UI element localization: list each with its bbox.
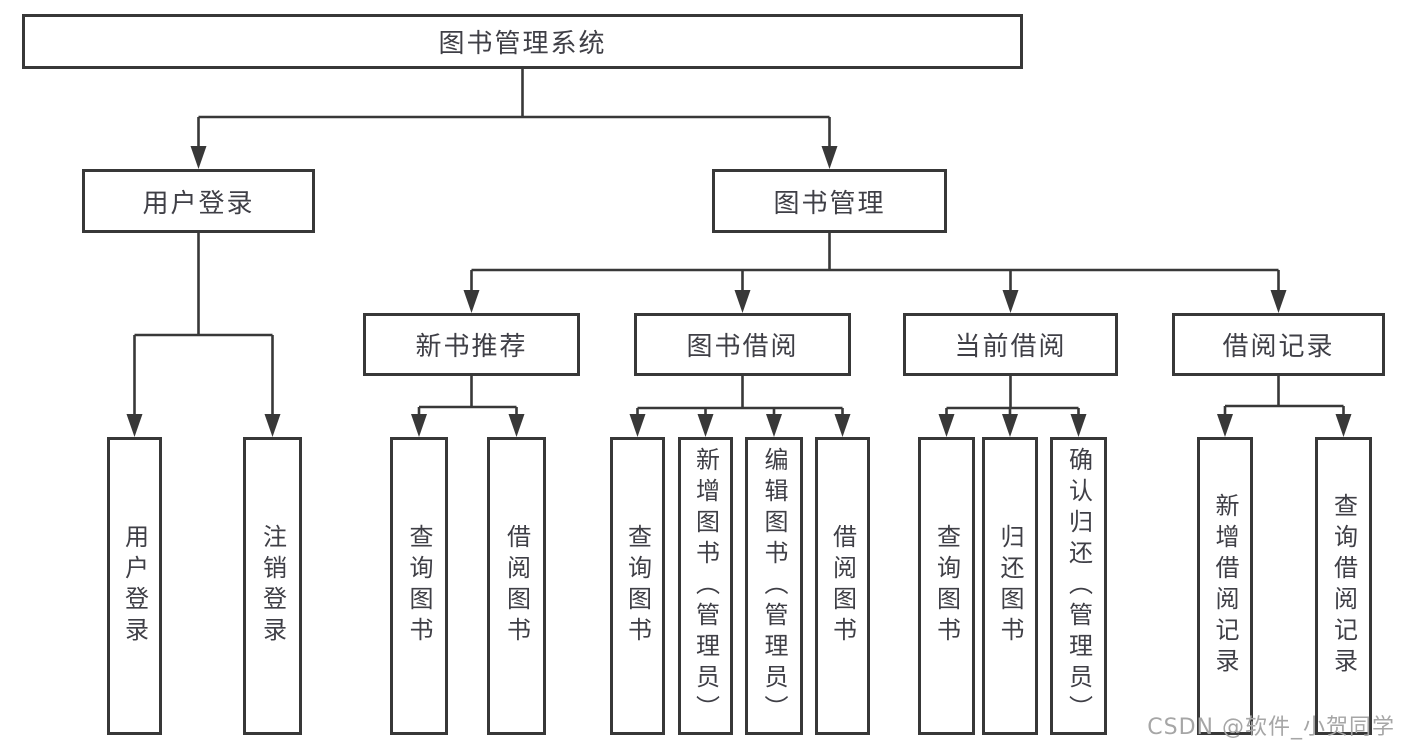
arrowheads	[126, 146, 1352, 437]
connector-borrow-record-children	[1223, 376, 1345, 418]
node-label: 新增图书（管理员）	[691, 446, 720, 726]
connector-book-borrow-children	[636, 376, 844, 418]
node-label: 注销登录	[258, 524, 287, 648]
node-borrow-record: 借阅记录	[1172, 313, 1385, 376]
node-label: 借阅图书	[502, 524, 531, 648]
node-leaf-user-login: 用户登录	[107, 437, 162, 735]
node-label: 查询借阅记录	[1329, 493, 1358, 679]
node-leaf-current-query-book: 查询图书	[918, 437, 975, 735]
node-leaf-confirm-return-admin: 确认归还（管理员）	[1050, 437, 1107, 735]
node-label: 查询图书	[932, 524, 961, 648]
connector-root-to-level2	[197, 69, 831, 148]
node-user-login: 用户登录	[82, 169, 315, 233]
node-leaf-edit-book-admin: 编辑图书（管理员）	[745, 437, 803, 735]
node-label: 确认归还（管理员）	[1064, 446, 1093, 726]
node-label: 新增借阅记录	[1211, 493, 1239, 679]
node-book-management: 图书管理	[712, 169, 947, 233]
node-label: 用户登录	[120, 524, 149, 648]
connector-new-book-children	[417, 376, 518, 418]
node-leaf-recommend-borrow-book: 借阅图书	[487, 437, 546, 735]
node-label: 查询图书	[405, 524, 433, 648]
node-leaf-return-book: 归还图书	[982, 437, 1038, 735]
connector-book-management-children	[470, 233, 1280, 292]
node-leaf-query-borrow-record: 查询借阅记录	[1315, 437, 1372, 735]
node-leaf-add-book-admin: 新增图书（管理员）	[678, 437, 733, 735]
node-label: 编辑图书（管理员）	[760, 446, 788, 726]
node-leaf-borrow-book: 借阅图书	[815, 437, 870, 735]
watermark-text: CSDN @软件_小贺同学	[1147, 715, 1395, 740]
node-label: 归还图书	[996, 524, 1024, 648]
node-leaf-borrow-query-book: 查询图书	[610, 437, 665, 735]
node-label: 借阅图书	[828, 524, 857, 648]
connector-user-login-children	[133, 233, 274, 416]
node-leaf-logout: 注销登录	[243, 437, 302, 735]
node-book-borrow: 图书借阅	[634, 313, 851, 376]
node-leaf-add-borrow-record: 新增借阅记录	[1197, 437, 1253, 735]
node-new-book-recommend: 新书推荐	[363, 313, 580, 376]
node-leaf-recommend-query-book: 查询图书	[390, 437, 448, 735]
node-current-borrow: 当前借阅	[903, 313, 1118, 376]
connector-current-borrow-children	[945, 376, 1080, 418]
node-root: 图书管理系统	[22, 14, 1023, 69]
node-label: 查询图书	[623, 524, 652, 648]
